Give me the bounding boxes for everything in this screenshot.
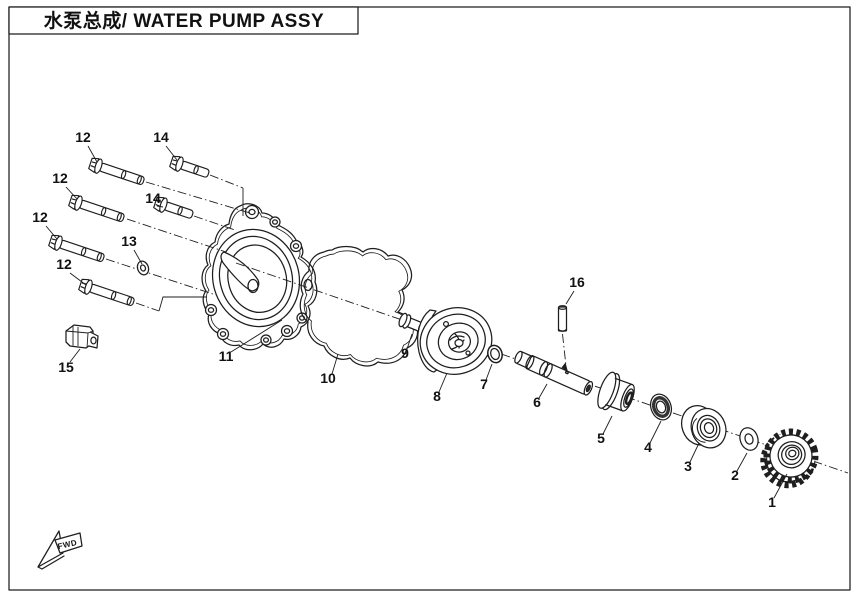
part-mechanical-seal xyxy=(597,371,635,412)
callout-leader-3 xyxy=(689,442,700,463)
callout-leader-14 xyxy=(156,205,164,208)
callout-leader-7 xyxy=(485,363,493,381)
callout-leader-11 xyxy=(230,319,283,353)
callout-leader-8 xyxy=(438,372,448,393)
callout-label-4: 4 xyxy=(644,439,652,455)
callout-label-1: 1 xyxy=(768,494,776,510)
part-bolt-12-d xyxy=(77,276,137,310)
callout-label-11: 11 xyxy=(219,348,234,364)
callout-label-12: 12 xyxy=(52,170,68,186)
callout-label-14: 14 xyxy=(145,190,161,206)
part-pump-shaft xyxy=(514,350,594,396)
callout-label-12: 12 xyxy=(56,256,72,272)
callout-leader-13 xyxy=(133,249,143,265)
callout-leader-2 xyxy=(736,452,748,472)
part-washer xyxy=(739,427,759,451)
callout-layer: 12 14 12 14 12 13 12 15 11 10 9 8 7 6 16 5 4 3 2 1 xyxy=(32,129,788,510)
part-pin xyxy=(557,305,568,372)
callout-leader-6 xyxy=(538,383,548,399)
callout-leader-9 xyxy=(406,333,413,350)
callout-leader-10 xyxy=(331,353,339,375)
callout-leader-12 xyxy=(65,186,78,200)
page-border xyxy=(8,6,851,591)
callout-leader-4 xyxy=(649,420,662,444)
part-o-ring xyxy=(487,344,503,364)
fastener-projection-lines xyxy=(105,174,251,312)
part-bolts xyxy=(47,153,212,310)
callout-label-9: 9 xyxy=(401,345,409,361)
callout-label-14: 14 xyxy=(153,129,169,145)
callout-leader-16 xyxy=(565,290,575,305)
fwd-label: FWD xyxy=(57,538,78,551)
part-bearing xyxy=(680,404,727,449)
part-impeller xyxy=(417,307,493,375)
part-washer-small xyxy=(136,260,150,276)
part-pump-cover xyxy=(201,203,318,351)
fwd-indicator: FWD xyxy=(37,530,83,570)
callout-label-6: 6 xyxy=(533,394,541,410)
callout-leader-12 xyxy=(69,272,87,286)
callout-label-7: 7 xyxy=(480,376,488,392)
callout-label-3: 3 xyxy=(684,458,692,474)
callout-label-16: 16 xyxy=(569,274,585,290)
centerline xyxy=(235,262,849,474)
title-box: 水泵总成/ WATER PUMP ASSY xyxy=(8,6,359,35)
callout-label-13: 13 xyxy=(121,233,137,249)
callout-label-12: 12 xyxy=(75,129,91,145)
callout-leader-15 xyxy=(69,348,81,363)
callout-leader-5 xyxy=(602,415,613,435)
callout-label-8: 8 xyxy=(433,388,441,404)
callout-leader-12 xyxy=(87,145,98,163)
callout-leader-14 xyxy=(165,145,178,161)
callout-label-10: 10 xyxy=(320,370,336,386)
callout-leader-12 xyxy=(45,225,58,240)
part-gear xyxy=(760,428,819,489)
pin-arrowhead xyxy=(561,362,568,372)
callout-label-2: 2 xyxy=(731,467,739,483)
part-clamp xyxy=(65,324,99,349)
part-oil-seal xyxy=(649,393,673,421)
callout-label-12: 12 xyxy=(32,209,48,225)
title-box-frame xyxy=(8,6,359,35)
callout-leader-1 xyxy=(773,473,788,499)
callout-label-5: 5 xyxy=(597,430,605,446)
page-title: 水泵总成/ WATER PUMP ASSY xyxy=(44,9,324,32)
part-gasket xyxy=(299,245,419,367)
callout-label-15: 15 xyxy=(58,359,74,375)
